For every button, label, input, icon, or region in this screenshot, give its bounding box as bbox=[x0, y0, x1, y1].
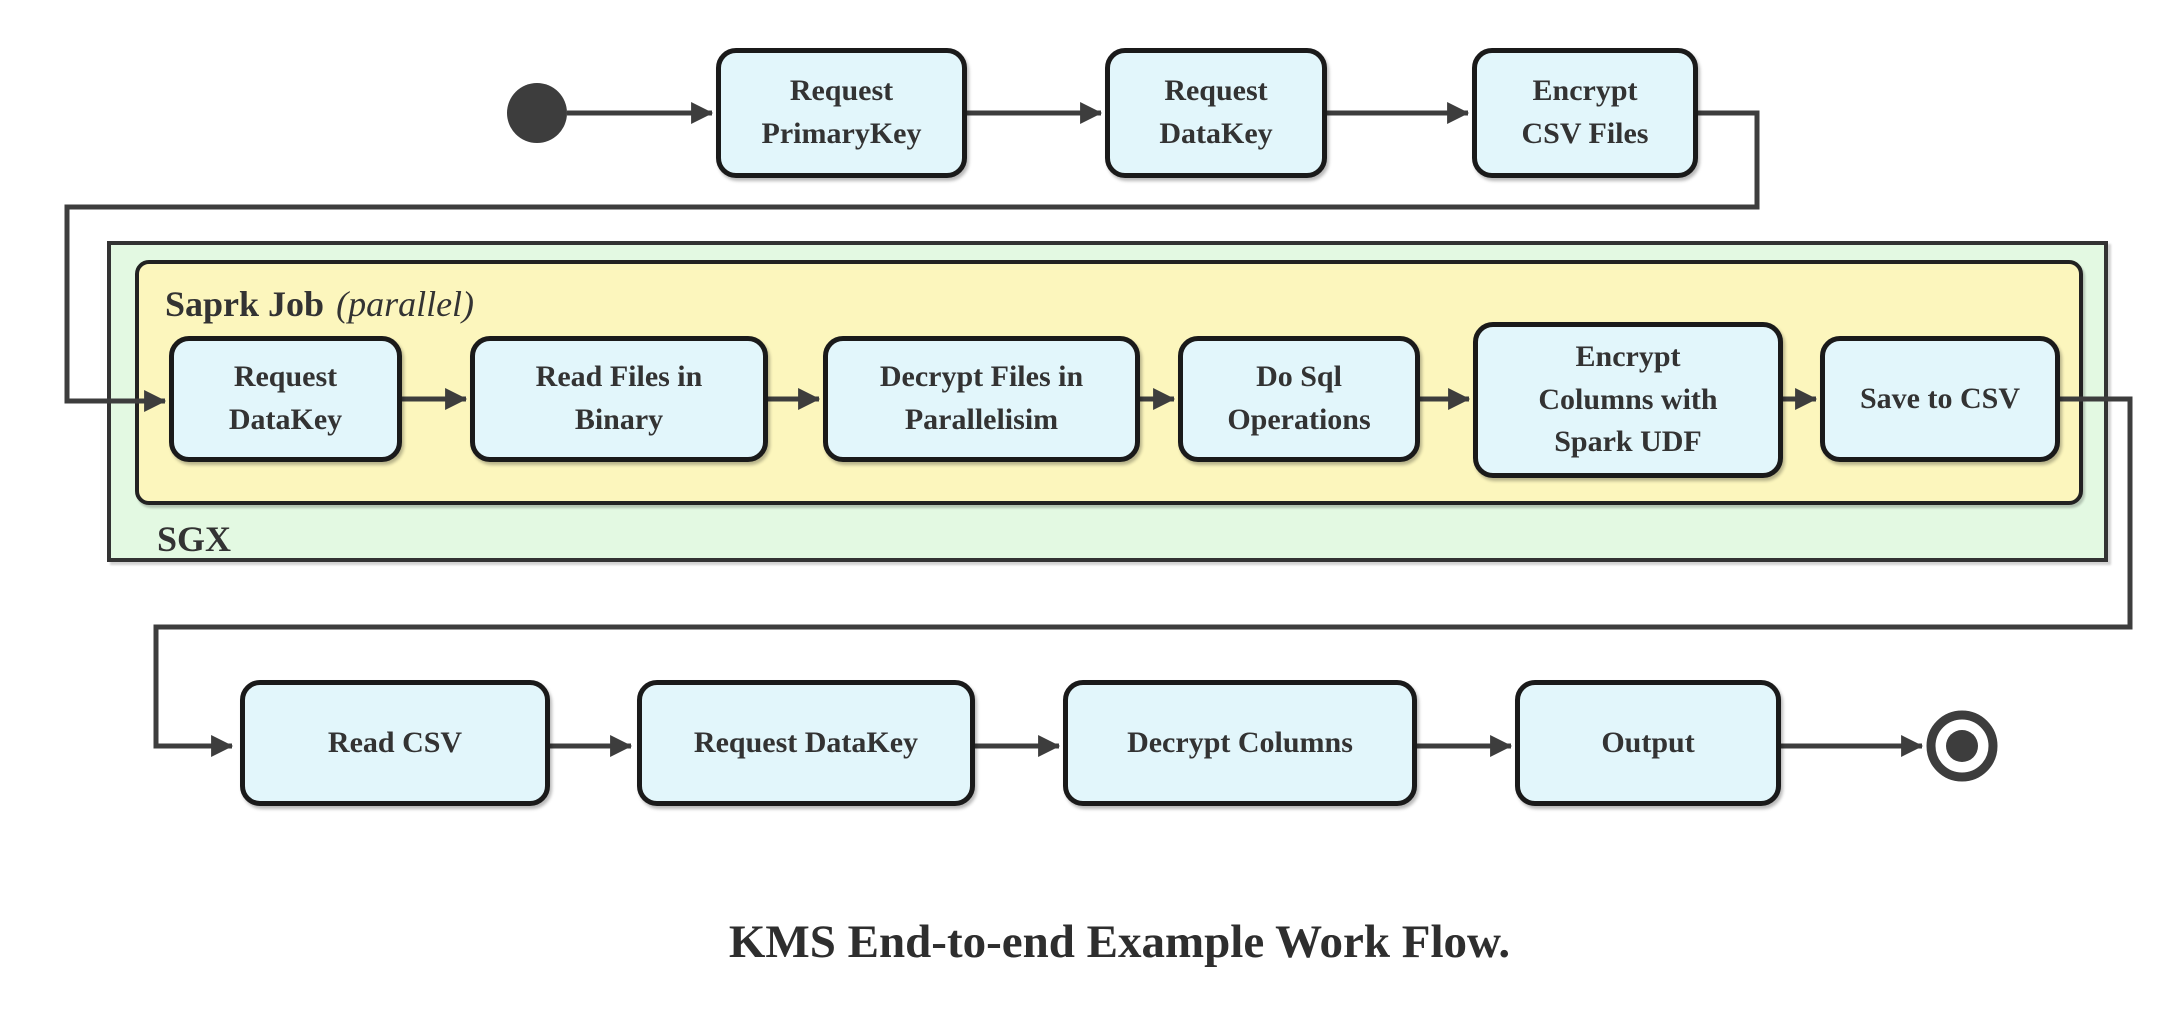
node-do-sql-operations: Do Sql Operations bbox=[1178, 336, 1420, 462]
end-state-icon bbox=[1926, 710, 1998, 782]
spark-job-label: Saprk Job (parallel) bbox=[165, 286, 474, 322]
node-decrypt-columns: Decrypt Columns bbox=[1063, 680, 1417, 806]
node-decrypt-files-in-parallelisim: Decrypt Files in Parallelisim bbox=[823, 336, 1140, 462]
node-request-primarykey: Request PrimaryKey bbox=[716, 48, 967, 178]
node-read-csv: Read CSV bbox=[240, 680, 550, 806]
node-output: Output bbox=[1515, 680, 1781, 806]
node-save-to-csv: Save to CSV bbox=[1820, 336, 2060, 462]
spark-job-label-text: Saprk Job bbox=[165, 284, 325, 324]
edge-save-csv-to-read-csv bbox=[153, 396, 2133, 758]
diagram-title: KMS End-to-end Example Work Flow. bbox=[728, 916, 1511, 968]
spark-job-parallel-annotation: (parallel) bbox=[336, 284, 475, 324]
sgx-label: SGX bbox=[157, 519, 232, 559]
node-encrypt-columns-with-spark-udf: Encrypt Columns with Spark UDF bbox=[1473, 322, 1783, 478]
start-state-icon bbox=[507, 83, 567, 143]
edge-encrypt-csv-to-sgx-request-datakey bbox=[64, 110, 1760, 413]
node-encrypt-csv-files: Encrypt CSV Files bbox=[1472, 48, 1698, 178]
node-read-files-in-binary: Read Files in Binary bbox=[470, 336, 768, 462]
node-sgx-request-datakey: Request DataKey bbox=[169, 336, 402, 462]
node-request-datakey: Request DataKey bbox=[1105, 48, 1327, 178]
node-client-request-datakey: Request DataKey bbox=[637, 680, 975, 806]
